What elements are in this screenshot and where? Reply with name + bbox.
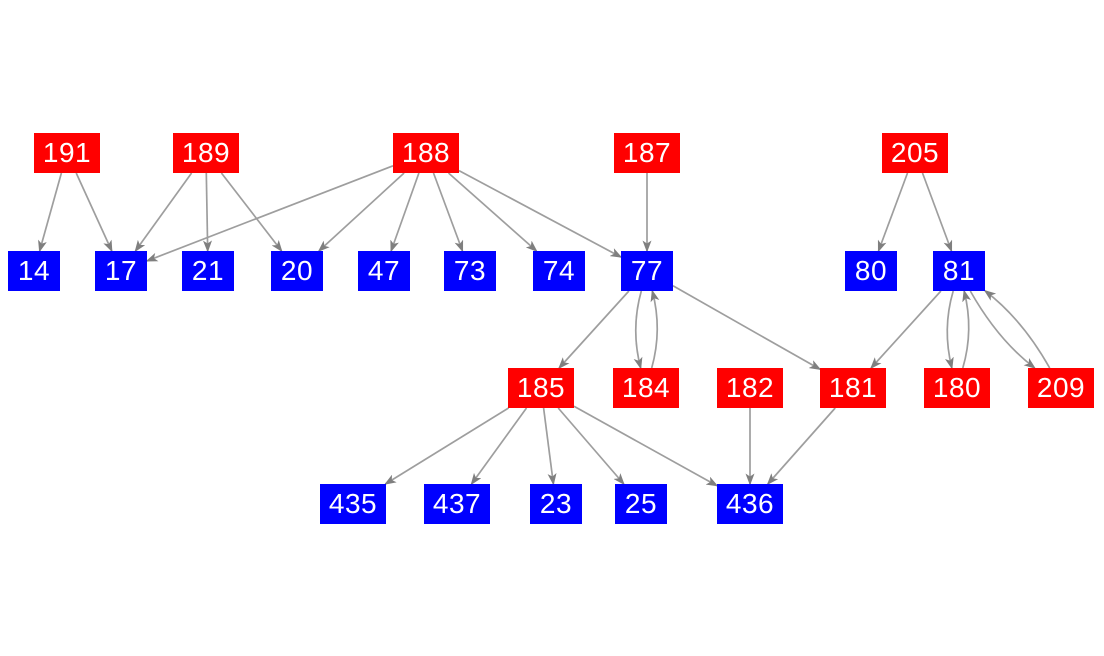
node-25: 25 (615, 484, 667, 524)
edge-81-181 (870, 290, 942, 370)
node-187: 187 (614, 133, 680, 173)
node-81: 81 (933, 251, 985, 291)
edge-189-20 (220, 172, 283, 253)
node-74: 74 (533, 251, 585, 291)
node-209: 209 (1028, 368, 1094, 408)
edge-209-81 (983, 289, 1051, 369)
edge-188-20 (317, 172, 405, 253)
edge-81-180 (944, 290, 955, 370)
edge-184-77 (650, 289, 660, 369)
node-435: 435 (320, 484, 386, 524)
node-20: 20 (271, 251, 323, 291)
edge-188-17 (145, 165, 394, 262)
node-189: 189 (173, 133, 239, 173)
node-205: 205 (882, 133, 948, 173)
edge-185-23 (542, 407, 557, 486)
edge-77-181 (672, 285, 822, 371)
edge-205-81 (921, 172, 953, 253)
node-437: 437 (424, 484, 490, 524)
edge-77-185 (558, 290, 630, 370)
edge-185-437 (470, 407, 528, 486)
edge-189-21 (203, 172, 213, 253)
edge-185-436 (573, 405, 719, 487)
node-21: 21 (182, 251, 234, 291)
node-80: 80 (845, 251, 897, 291)
node-77: 77 (621, 251, 673, 291)
node-184: 184 (613, 368, 679, 408)
edge-188-77 (458, 169, 623, 258)
node-180: 180 (924, 368, 990, 408)
edge-205-80 (877, 172, 909, 253)
node-182: 182 (717, 368, 783, 408)
edge-181-436 (766, 407, 836, 486)
node-191: 191 (34, 133, 100, 173)
edge-81-209 (969, 290, 1036, 369)
node-185: 185 (508, 368, 574, 408)
node-73: 73 (444, 251, 496, 291)
edge-185-25 (557, 407, 625, 486)
edge-191-17 (75, 172, 113, 253)
node-14: 14 (8, 251, 60, 291)
node-23: 23 (530, 484, 582, 524)
node-47: 47 (358, 251, 410, 291)
edge-77-184 (633, 290, 643, 370)
edge-185-435 (384, 407, 510, 485)
edge-188-47 (390, 172, 420, 253)
node-17: 17 (95, 251, 147, 291)
node-188: 188 (393, 133, 459, 173)
edge-188-73 (432, 172, 464, 253)
edge-191-14 (38, 172, 63, 253)
node-181: 181 (820, 368, 886, 408)
node-436: 436 (717, 484, 783, 524)
edge-188-74 (447, 172, 538, 252)
edge-180-81 (961, 289, 972, 369)
edge-group (38, 165, 1051, 487)
edge-189-17 (134, 172, 193, 253)
